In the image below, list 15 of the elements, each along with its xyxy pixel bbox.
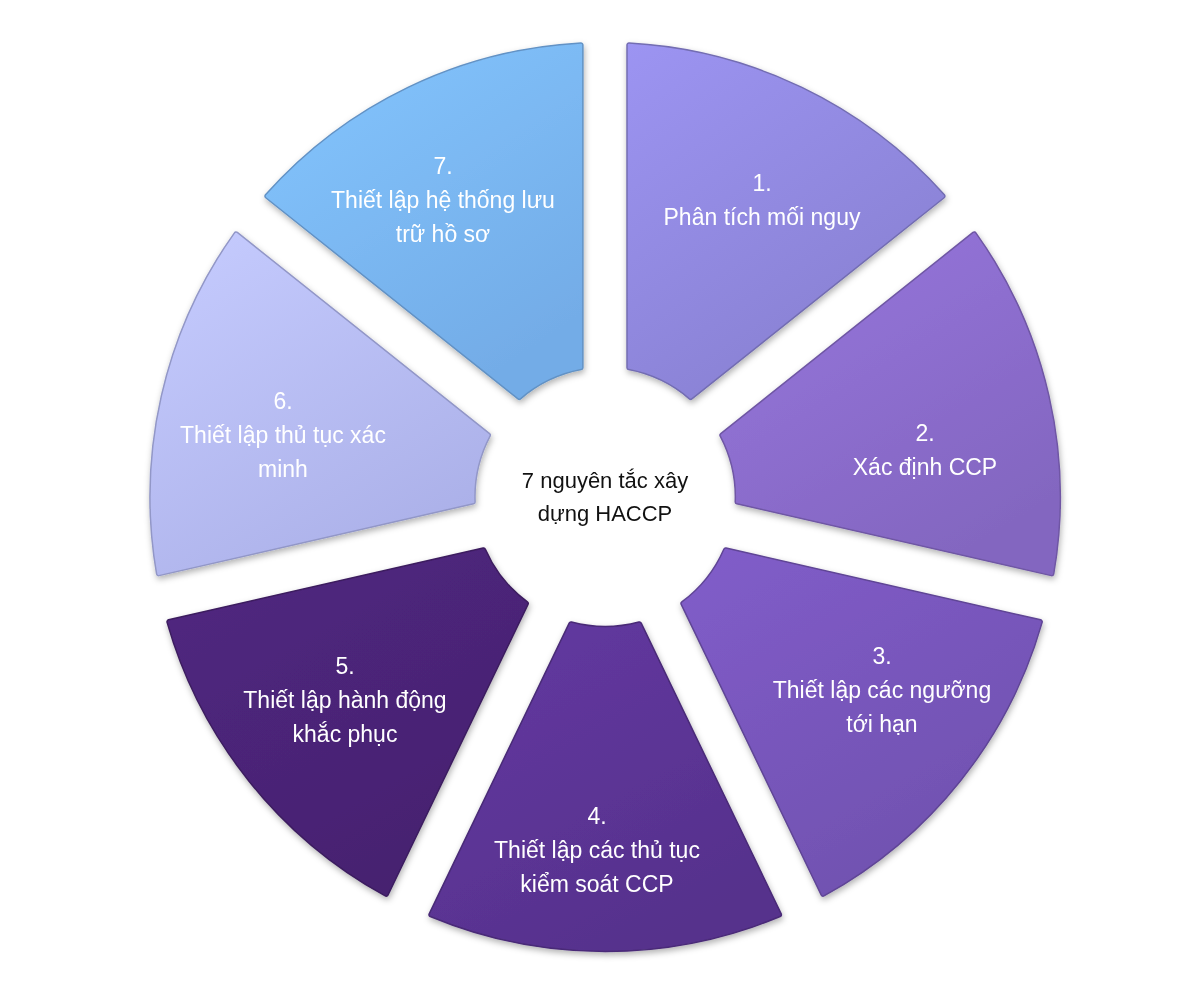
step-number: 6. (272, 387, 294, 416)
step-label: Thiết lập các thủ tục kiểm soát CCP (493, 836, 701, 899)
center-title: 7 nguyên tắc xây dựng HACCP (500, 464, 710, 530)
step-label: Thiết lập hệ thống lưu trữ hồ sơ (330, 186, 556, 249)
step-label: Thiết lập các ngưỡng tới hạn (772, 676, 992, 739)
step-label: Xác định CCP (851, 453, 999, 482)
step-label: Thiết lập hành động khắc phục (242, 686, 448, 749)
step-number: 5. (334, 652, 356, 681)
step-label: Thiết lập thủ tục xác minh (179, 421, 387, 484)
step-number: 3. (871, 642, 893, 671)
step-label: Phân tích mối nguy (662, 203, 862, 232)
step-number: 4. (586, 802, 608, 831)
step-number: 1. (751, 169, 773, 198)
step-number: 7. (432, 152, 454, 181)
step-number: 2. (914, 419, 936, 448)
